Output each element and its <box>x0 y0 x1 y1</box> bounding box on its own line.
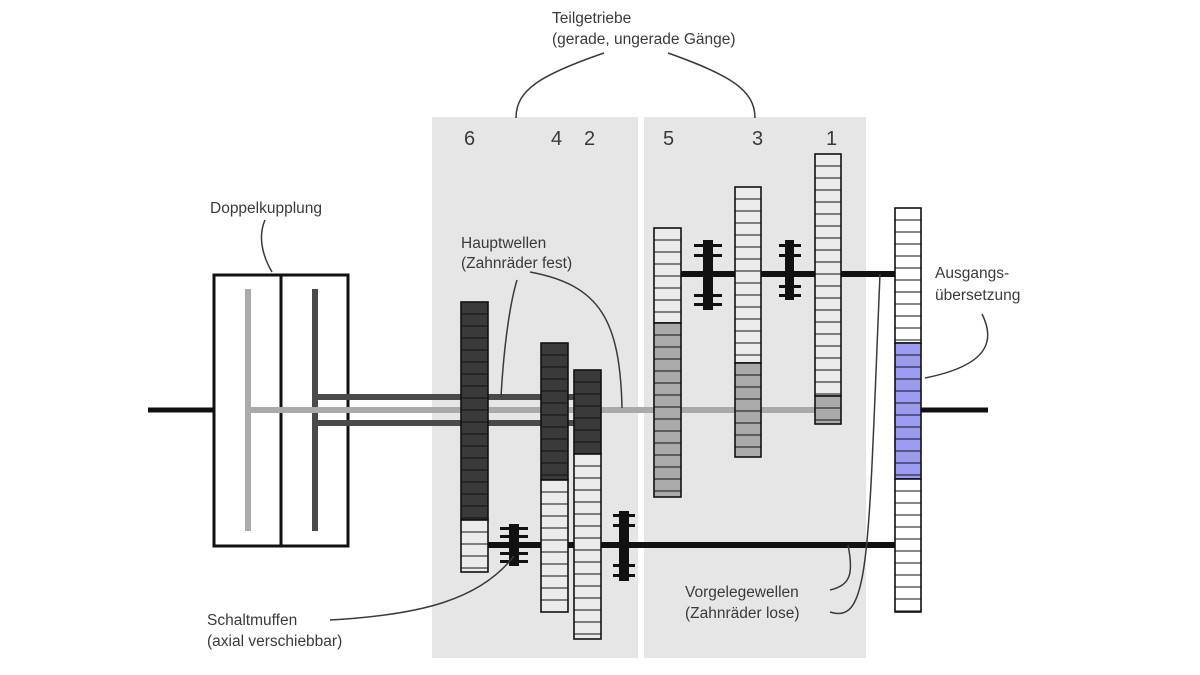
gear-4-pair-segment-0 <box>540 342 569 481</box>
gear-2-pair-segment-1 <box>573 453 602 640</box>
schaltmuffen-label: Schaltmuffen <box>207 612 297 629</box>
hauptwellen-sublabel: (Zahnräder fest) <box>461 255 572 272</box>
output-gear-pair-segment-1 <box>894 342 922 480</box>
shift-sleeve-odd-2 <box>779 240 801 300</box>
gear-3-number: 3 <box>752 128 763 150</box>
gear-4-pair <box>540 342 569 613</box>
gear-6-pair <box>460 301 489 573</box>
gear-3-pair-segment-1 <box>734 362 762 458</box>
gear-2-pair-segment-0 <box>573 369 602 455</box>
doppelkupplung-leader <box>260 219 273 273</box>
output-gear-pair <box>894 207 922 613</box>
gear-4-pair-segment-1 <box>540 479 569 613</box>
gear-5-pair-segment-1 <box>653 322 682 498</box>
teilgetriebe-brace <box>515 52 756 119</box>
hauptwellen-leader-1 <box>500 279 518 398</box>
schaltmuffen-sublabel: (axial verschiebbar) <box>207 633 342 650</box>
schaltmuffen-leader <box>329 555 515 621</box>
output-gear-pair-segment-0 <box>894 207 922 344</box>
gear-1-pair-segment-1 <box>814 395 842 425</box>
vorgelege-label: Vorgelegewellen <box>685 584 799 601</box>
gear-6-pair-segment-1 <box>460 519 489 573</box>
gear-3-pair <box>734 186 762 458</box>
gear-1-pair-segment-0 <box>814 153 842 397</box>
shift-sleeve-2 <box>613 511 635 581</box>
doppelkupplung-label: Doppelkupplung <box>210 200 322 217</box>
gear-2-pair <box>573 369 602 640</box>
output-gear-pair-segment-2 <box>894 478 922 613</box>
ausgang-sublabel: übersetzung <box>935 287 1020 304</box>
vorgelege-leader-1 <box>829 544 852 591</box>
gear-2-number: 2 <box>584 128 595 150</box>
hauptwellen-leader-2 <box>529 271 623 409</box>
gear-5-number: 5 <box>663 128 674 150</box>
gear-6-number: 6 <box>464 128 475 150</box>
teilgetriebe-sublabel: (gerade, ungerade Gänge) <box>552 31 736 48</box>
gear-1-number: 1 <box>826 128 837 150</box>
gear-6-pair-segment-0 <box>460 301 489 521</box>
vorgelege-leader-2 <box>829 273 881 615</box>
ausgang-label: Ausgangs- <box>935 265 1009 282</box>
vorgelege-sublabel: (Zahnräder lose) <box>685 605 800 622</box>
hauptwellen-label: Hauptwellen <box>461 235 546 252</box>
ausgang-leader <box>924 313 989 379</box>
gear-1-pair <box>814 153 842 425</box>
gear-5-pair <box>653 227 682 498</box>
shift-sleeve-even <box>500 524 528 566</box>
gear-3-pair-segment-0 <box>734 186 762 364</box>
teilgetriebe-label: Teilgetriebe <box>552 10 631 27</box>
shift-sleeve-odd-1 <box>694 240 722 310</box>
gear-4-number: 4 <box>551 128 562 150</box>
